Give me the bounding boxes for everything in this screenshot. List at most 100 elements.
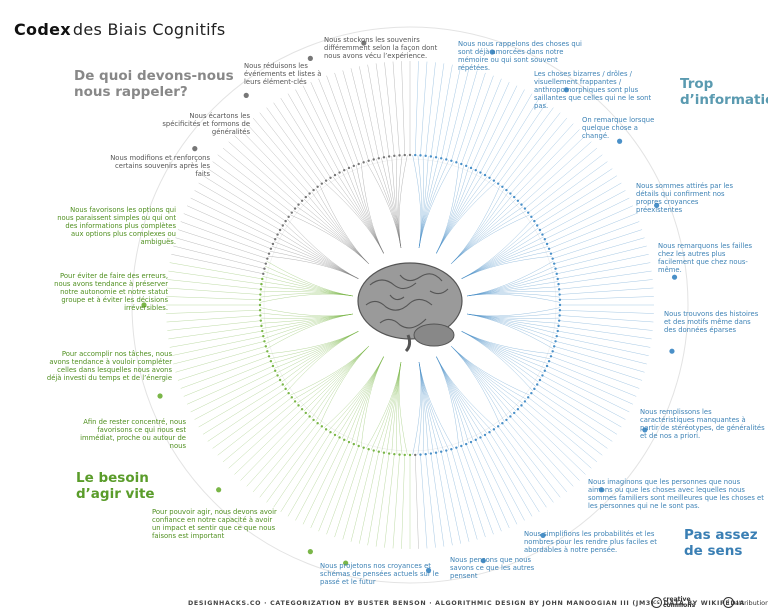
bias-spoke xyxy=(168,325,262,340)
bias-node xyxy=(549,355,553,358)
meaning-label-6: Nous projetons nos croyances et schémas … xyxy=(320,562,439,587)
bias-node xyxy=(520,404,523,407)
branch-curve xyxy=(461,251,551,279)
bias-node xyxy=(419,453,422,456)
bias-node xyxy=(377,450,381,453)
bias-node xyxy=(419,154,422,157)
bias-spoke xyxy=(392,454,400,549)
bias-node xyxy=(501,422,504,425)
bias-node xyxy=(284,387,287,391)
bias-spoke xyxy=(207,388,286,442)
bias-node xyxy=(262,272,265,276)
branch-curve xyxy=(436,166,469,254)
bias-spoke xyxy=(342,449,369,540)
branch-curve xyxy=(284,331,359,387)
bias-node xyxy=(536,224,539,227)
category-dot xyxy=(598,487,604,493)
bias-node xyxy=(290,211,293,214)
bias-spoke xyxy=(539,182,622,231)
bias-spoke xyxy=(207,168,286,222)
bias-node xyxy=(469,166,473,170)
bias-spoke xyxy=(202,175,283,226)
bias-spoke xyxy=(552,229,643,259)
category-dot xyxy=(141,302,147,308)
bias-node xyxy=(445,158,448,161)
bias-node xyxy=(558,303,562,307)
outer-ring xyxy=(131,26,689,584)
branch-curve xyxy=(259,293,353,303)
bias-spoke xyxy=(461,75,494,165)
bias-node xyxy=(530,215,533,219)
bias-node xyxy=(558,314,561,317)
bias-node xyxy=(347,166,351,170)
bias-spoke xyxy=(489,432,540,513)
branch-curve xyxy=(284,223,359,279)
bias-node xyxy=(464,442,468,446)
branch-curve xyxy=(461,331,536,387)
bias-node xyxy=(496,182,500,185)
branch-curve xyxy=(332,356,384,434)
bias-spoke xyxy=(171,254,264,275)
bias-node xyxy=(530,391,533,395)
bias-node xyxy=(545,364,549,368)
info-label-4: Nous sommes attirés par les détails qui … xyxy=(636,182,734,215)
branch-curve xyxy=(268,331,359,355)
bias-spoke xyxy=(506,117,568,191)
bias-node xyxy=(329,176,332,179)
bias-spoke xyxy=(180,221,270,254)
bias-spoke xyxy=(287,93,336,176)
branch-curve xyxy=(461,331,549,364)
bias-spoke xyxy=(318,78,355,167)
bias-spoke xyxy=(559,287,654,295)
bias-node xyxy=(333,173,337,177)
bias-node xyxy=(367,159,370,163)
memory-label-1: Nous stockons les souvenirs différemment… xyxy=(324,36,438,61)
branch-curve xyxy=(259,307,353,317)
bias-node xyxy=(492,428,496,431)
branch-curve xyxy=(412,362,422,456)
bias-node xyxy=(541,233,544,236)
branch-curve xyxy=(266,260,353,297)
bias-node xyxy=(264,262,268,265)
bias-node xyxy=(271,364,275,368)
bias-node xyxy=(403,153,406,157)
bias-node xyxy=(338,171,341,174)
bias-spoke xyxy=(342,70,369,161)
bias-spoke xyxy=(326,75,359,165)
bias-spoke xyxy=(266,107,323,184)
bias-node xyxy=(362,161,365,164)
branch-curve xyxy=(461,246,549,279)
bias-spoke xyxy=(415,454,419,549)
bias-spoke xyxy=(456,447,486,538)
bias-spoke xyxy=(521,405,592,469)
branch-curve xyxy=(418,161,455,248)
bias-node xyxy=(556,329,559,333)
bias-spoke xyxy=(359,451,380,544)
bias-spoke xyxy=(194,375,278,420)
title-bold: Codex xyxy=(14,20,71,39)
speed-label-1: Nous favorisons les options qui nous par… xyxy=(57,206,176,247)
bias-node xyxy=(556,277,559,281)
bias-spoke xyxy=(534,388,613,442)
branch-curve xyxy=(332,176,384,254)
cc-label: creative commons xyxy=(663,596,696,609)
bias-node xyxy=(403,453,406,457)
branch-curve xyxy=(461,331,534,392)
bias-spoke xyxy=(557,262,651,280)
bias-spoke xyxy=(171,335,264,356)
speed-label-2: Pour éviter de faire des erreurs, nous a… xyxy=(54,272,168,313)
attribution-icon: i xyxy=(723,597,734,608)
bias-node xyxy=(382,451,386,454)
bias-node xyxy=(260,324,263,328)
bias-spoke xyxy=(318,443,355,532)
bias-node xyxy=(509,415,512,418)
bias-node xyxy=(538,228,542,232)
bias-node xyxy=(382,156,386,159)
bias-spoke xyxy=(470,82,510,169)
bias-node xyxy=(393,154,396,158)
bias-node xyxy=(273,238,277,241)
branch-curve xyxy=(461,227,539,279)
bias-node xyxy=(343,168,346,172)
branch-curve xyxy=(467,271,557,297)
bias-spoke xyxy=(166,296,261,300)
